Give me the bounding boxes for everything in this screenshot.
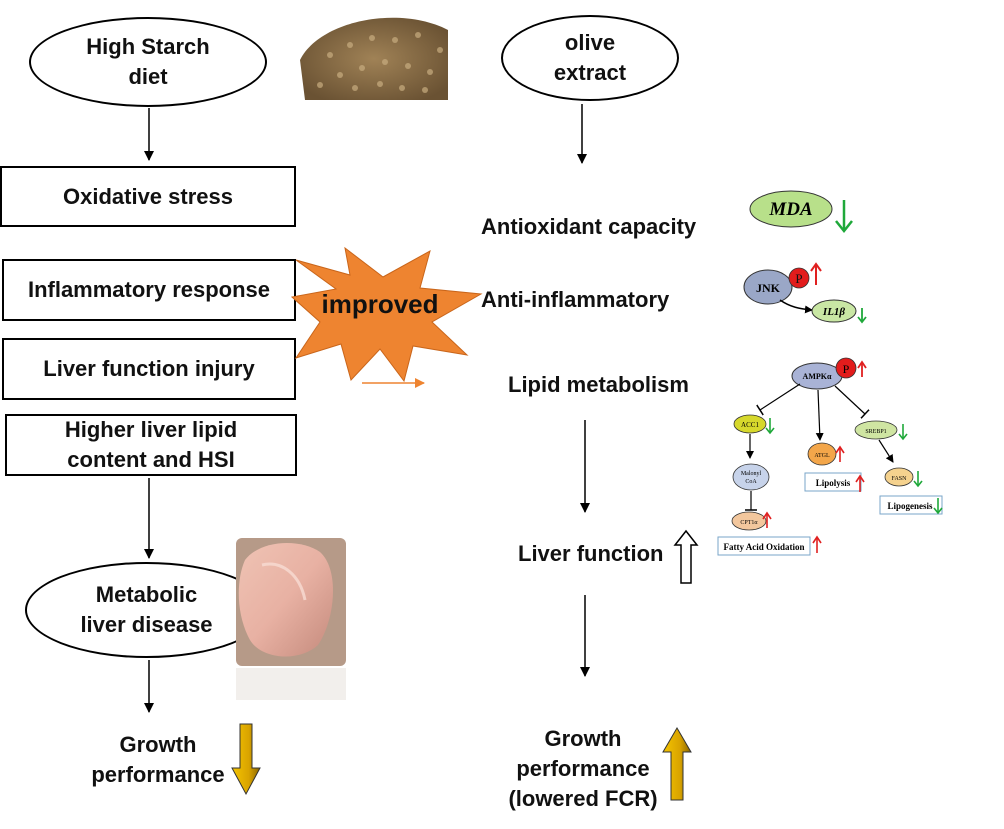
ampk-p-label: P — [843, 362, 850, 376]
acc1-label: ACC1 — [741, 421, 759, 429]
malonyl-label-1: Malonyl — [741, 471, 762, 477]
feed-pellets-image — [298, 0, 448, 100]
liver-function-up-arrow — [673, 529, 699, 584]
atgl-up-arrow — [835, 445, 845, 462]
improved-label: improved — [321, 289, 438, 319]
il1b-down-arrow — [857, 308, 867, 324]
cpt1-up-arrow — [762, 511, 772, 528]
malonyl-coa-node — [732, 463, 770, 491]
fasn-down-arrow — [913, 471, 923, 488]
jnk-p-label: P — [795, 271, 802, 286]
liver-function-injury-label: Liver function injury — [43, 356, 255, 381]
il1b-node — [811, 299, 857, 323]
jnk-phospho-icon — [788, 267, 810, 289]
inflammatory-response-label: Inflammatory response — [27, 277, 271, 302]
antioxidant-capacity-label: Antioxidant capacity — [481, 214, 697, 239]
cpt1-label: CPT1α — [740, 520, 758, 526]
fasn-label: FASN — [892, 476, 908, 482]
improved-burst: improved — [290, 246, 483, 383]
cpt1-node — [731, 511, 767, 531]
acc1-down-arrow — [765, 418, 775, 435]
inhibit-ampk-acc1 — [756, 383, 801, 416]
inflammatory-response-box: Inflammatory response — [2, 259, 296, 321]
anti-inflammatory-label: Anti-inflammatory — [481, 287, 670, 312]
metabolic-liver-disease-node: Metabolic liver disease — [25, 562, 268, 658]
il1b-label: IL1β — [822, 306, 846, 318]
lipogenesis-label: Lipogenesis — [887, 501, 933, 511]
atgl-label: ATGL — [814, 453, 830, 459]
acc1-node — [733, 414, 767, 434]
high-starch-diet-node: High Starch diet — [29, 17, 267, 107]
olive-extract-node: olive extract — [501, 15, 679, 101]
fatty-acid-oxidation-box — [717, 536, 811, 556]
lipogenesis-box — [879, 495, 943, 515]
arrow-jnk-to-il1b — [779, 299, 813, 314]
liver-lipid-label: Higher liver lipid content and HSI — [64, 417, 238, 472]
fatty-acid-oxidation-label: Fatty Acid Oxidation — [723, 542, 804, 552]
lipogenesis-down-arrow — [933, 498, 943, 515]
oxidative-stress-box: Oxidative stress — [0, 166, 296, 227]
malonyl-label-2: CoA — [745, 479, 757, 485]
jnk-node — [743, 269, 793, 305]
jnk-up-arrow — [810, 262, 822, 285]
ampk-phospho-icon — [835, 357, 857, 379]
liver-lipid-box: Higher liver lipid content and HSI — [5, 414, 297, 476]
growth-down-arrow — [231, 723, 261, 796]
arrow-ampk-atgl — [815, 389, 824, 441]
jnk-label: JNK — [756, 281, 781, 295]
oxidative-stress-label: Oxidative stress — [63, 183, 233, 209]
arrow-srebp1-fasn — [878, 439, 894, 463]
high-starch-diet-label: High Starch diet — [86, 34, 210, 89]
atgl-node — [807, 442, 837, 466]
mda-node — [749, 190, 833, 228]
inhibit-ampk-srebp1 — [834, 385, 870, 419]
srebp1-down-arrow — [898, 424, 908, 441]
mda-down-arrow — [835, 200, 853, 234]
liver-function-injury-box: Liver function injury — [2, 338, 296, 400]
right-growth-performance-label: Growth performance (lowered FCR) — [508, 726, 658, 811]
liver-function-label: Liver function — [518, 541, 664, 566]
srebp1-node — [854, 420, 898, 440]
ampk-label: AMPKα — [803, 372, 832, 381]
liver-image — [236, 538, 346, 700]
mda-label: MDA — [768, 199, 812, 220]
growth-up-arrow — [662, 727, 692, 801]
lipolysis-label: Lipolysis — [816, 478, 851, 488]
lipolysis-up-arrow — [855, 474, 865, 492]
olive-extract-label: olive extract — [553, 30, 627, 85]
ampk-up-arrow — [857, 360, 867, 377]
lipid-metabolism-label: Lipid metabolism — [508, 372, 689, 397]
lipolysis-box — [804, 472, 862, 492]
fasn-node — [884, 467, 914, 487]
fao-up-arrow — [812, 535, 822, 553]
metabolic-liver-disease-label: Metabolic liver disease — [80, 582, 213, 637]
left-growth-performance-label: Growth performance — [91, 732, 225, 787]
srebp1-label: SREBP1 — [865, 429, 886, 435]
